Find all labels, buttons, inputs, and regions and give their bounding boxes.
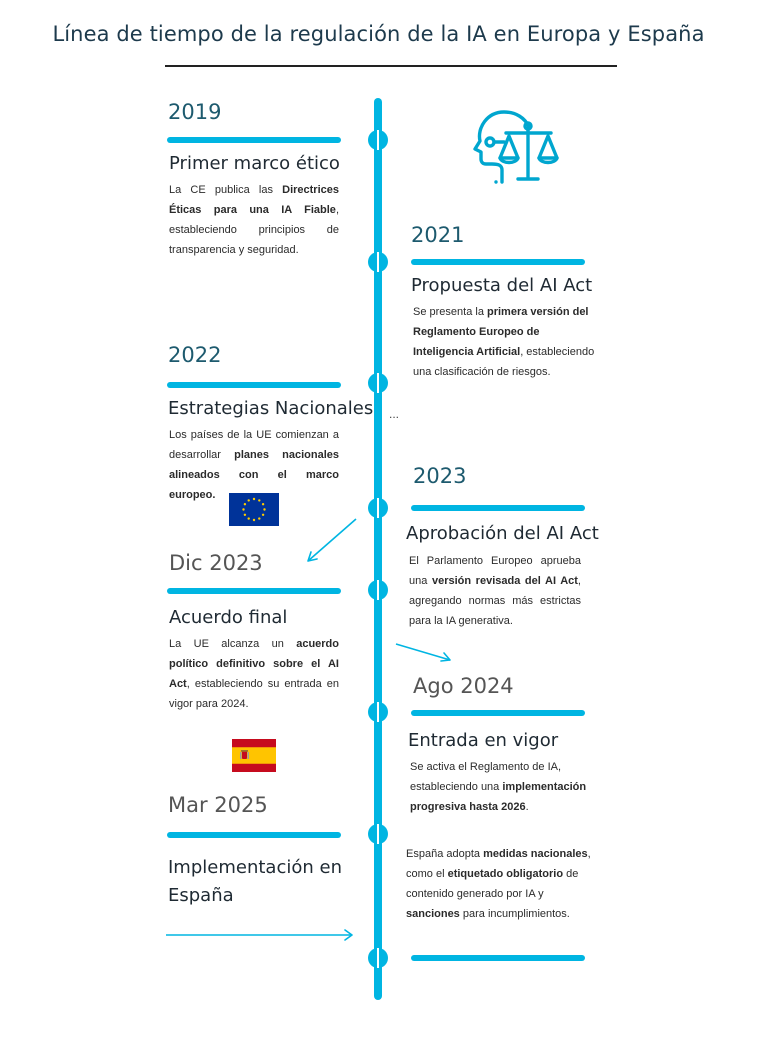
event-ago2024-bar: [411, 710, 585, 716]
event-dic2023-heading: Acuerdo final: [169, 607, 288, 628]
event-mar2025-heading: Implementación en España: [168, 857, 342, 906]
timeline-node-ago2024: [368, 702, 388, 722]
event-2021-bar: [411, 259, 585, 265]
event-mar2025-description: España adopta medidas nacionales, como e…: [406, 848, 591, 920]
event-ago2024-heading: Entrada en vigor: [408, 730, 559, 751]
timeline-spine: [374, 98, 382, 1000]
ellipsis-text: ...: [389, 407, 400, 421]
event-2019-year: 2019: [168, 100, 222, 124]
event-2021-heading: Propuesta del AI Act: [411, 275, 593, 296]
justice-head-icon: [473, 110, 559, 184]
event-2023-heading: Aprobación del AI Act: [406, 523, 599, 544]
eu-flag-icon: [229, 493, 279, 526]
arrow-right-down: [395, 643, 451, 662]
timeline-node-2021: [368, 252, 388, 272]
event-mar2025-bar: [167, 832, 341, 838]
spain-flag-icon: [232, 739, 276, 772]
event-ago2024-description: Se activa el Reglamento de IA, estableci…: [410, 761, 587, 813]
event-2021-year: 2021: [411, 223, 465, 247]
event-2022-bar: [167, 382, 341, 388]
arrow-left-down: [307, 518, 357, 562]
title-underline: [165, 65, 617, 67]
event-2022-heading: Estrategias Nacionales: [168, 398, 374, 419]
timeline-node-end: [368, 948, 388, 968]
timeline-node-2022: [368, 373, 388, 393]
event-2023-bar: [411, 505, 585, 511]
event-dic2023-description: La UE alcanza un acuerdo político defini…: [169, 638, 339, 710]
final-bar: [411, 955, 585, 961]
timeline-node-dic2023: [368, 580, 388, 600]
event-mar2025-year: Mar 2025: [168, 793, 268, 817]
arrow-right: [166, 929, 353, 941]
event-2023-description: El Parlamento Europeo aprueba una versió…: [409, 555, 581, 627]
event-dic2023-bar: [167, 588, 341, 594]
timeline-node-2019: [368, 130, 388, 150]
page-title: Línea de tiempo de la regulación de la I…: [52, 22, 705, 46]
event-2022-year: 2022: [168, 343, 222, 367]
timeline-node-mar2025: [368, 824, 388, 844]
event-2019-bar: [167, 137, 341, 143]
event-ago2024-year: Ago 2024: [413, 674, 514, 698]
event-2021-description: Se presenta la primera versión del Regla…: [413, 306, 595, 378]
timeline-node-2023: [368, 498, 388, 518]
event-2019-description: La CE publica las Directrices Éticas par…: [169, 184, 339, 256]
event-dic2023-year: Dic 2023: [169, 551, 263, 575]
event-2022-description: Los países de la UE comienzan a desarrol…: [169, 429, 339, 501]
event-2023-year: 2023: [413, 464, 467, 488]
event-2019-heading: Primer marco ético: [169, 153, 340, 174]
